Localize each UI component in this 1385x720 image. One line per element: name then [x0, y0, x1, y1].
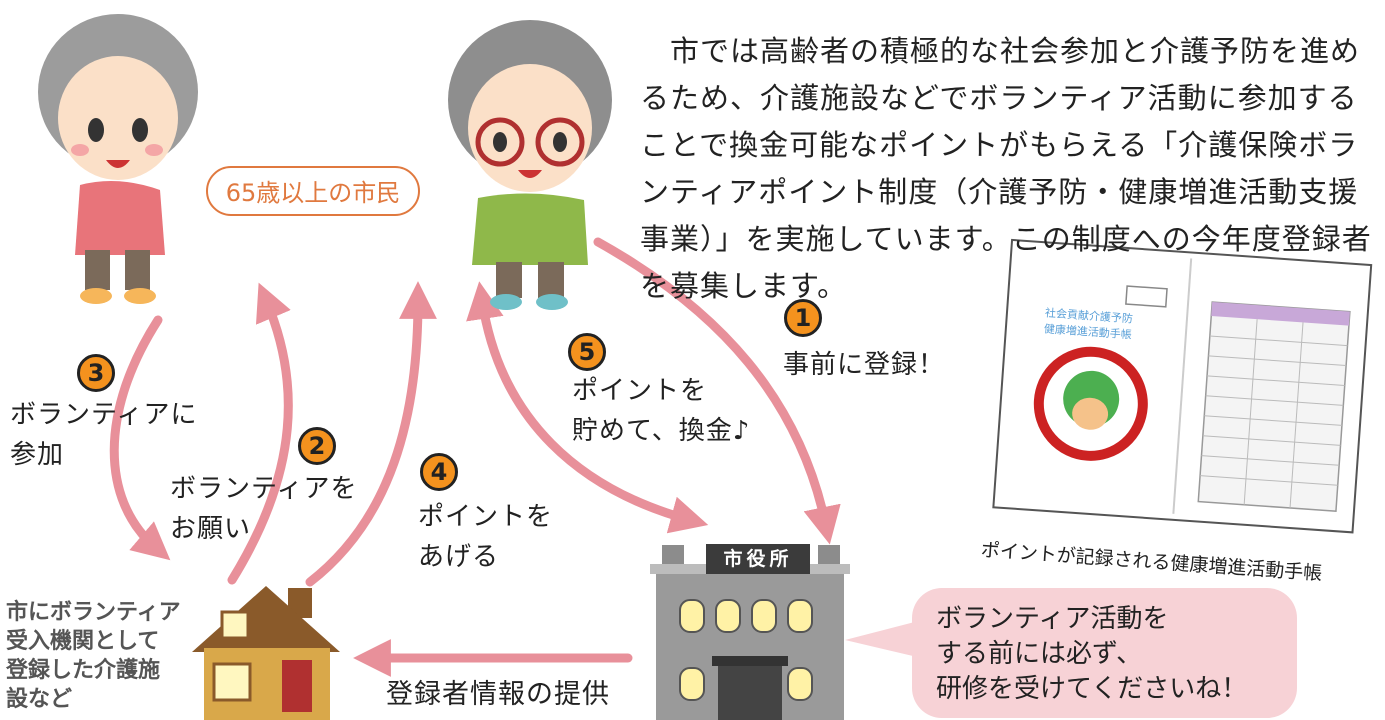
step-5-label-line1: ポイントを [572, 376, 708, 406]
notice-line2: する前には必ず、 [936, 639, 1143, 669]
care-facility-label-line3: 登録した介護施 [6, 658, 161, 683]
step-2-label-line2: お願い [170, 514, 252, 544]
arrow-step4-give-points [305, 281, 437, 587]
notice-line1: ボランティア活動を [936, 604, 1169, 634]
arrow-step2-request [227, 282, 293, 585]
elderly-man-illustration [448, 20, 612, 310]
step-2-number: 2 [298, 427, 336, 465]
arrow-step3-participate [109, 315, 171, 561]
step-4-number: 4 [420, 453, 458, 491]
care-facility-label: 市にボランティア 受入機関として 登録した介護施 設など [6, 598, 181, 714]
city-hall-building-illustration [650, 545, 850, 720]
arrow-step1-register [593, 237, 841, 545]
svg-text:健康増進活動手帳: 健康増進活動手帳 [1043, 321, 1132, 341]
provide-registrant-info-label: 登録者情報の提供 [386, 679, 610, 710]
elderly-woman-illustration [38, 14, 198, 304]
health-handbook-image: 社会貢献介護予防 健康増進活動手帳 [992, 238, 1373, 534]
citizens-65-plus-label: 65歳以上の市民 [206, 166, 420, 216]
step-2-label-line1: ボランティアを [170, 474, 358, 504]
intro-paragraph: 市では高齢者の積極的な社会参加と介護予防を進めるため、介護施設などでボランティア… [640, 34, 1372, 303]
care-facility-label-line1: 市にボランティア [6, 600, 181, 625]
step-3-number: 3 [77, 354, 115, 392]
care-facility-house-illustration [192, 586, 340, 720]
notice-bubble-tail [845, 618, 930, 660]
city-hall-sign: 市役所 [706, 544, 810, 574]
step-1-number: 1 [784, 299, 822, 337]
step-5-label-line2: 貯めて、換金♪ [572, 416, 751, 446]
svg-text:社会貢献介護予防: 社会貢献介護予防 [1045, 305, 1134, 325]
step-1-label: 事前に登録！ [783, 350, 946, 380]
step-5-number: 5 [568, 333, 606, 371]
care-facility-label-line2: 受入機関として [6, 629, 160, 654]
step-4-label-line2: あげる [418, 542, 500, 572]
notice-line3: 研修を受けてくださいね！ [936, 674, 1248, 704]
care-facility-label-line4: 設など [6, 687, 73, 712]
step-3-label-line1: ボランティアに [10, 400, 198, 430]
step-4-label-line1: ポイントを [418, 502, 554, 532]
training-notice-bubble: ボランティア活動を する前には必ず、 研修を受けてくださいね！ [912, 588, 1297, 718]
arrow-step5-points-exchange [466, 281, 709, 534]
step-3-label-line2: 参加 [10, 440, 65, 470]
